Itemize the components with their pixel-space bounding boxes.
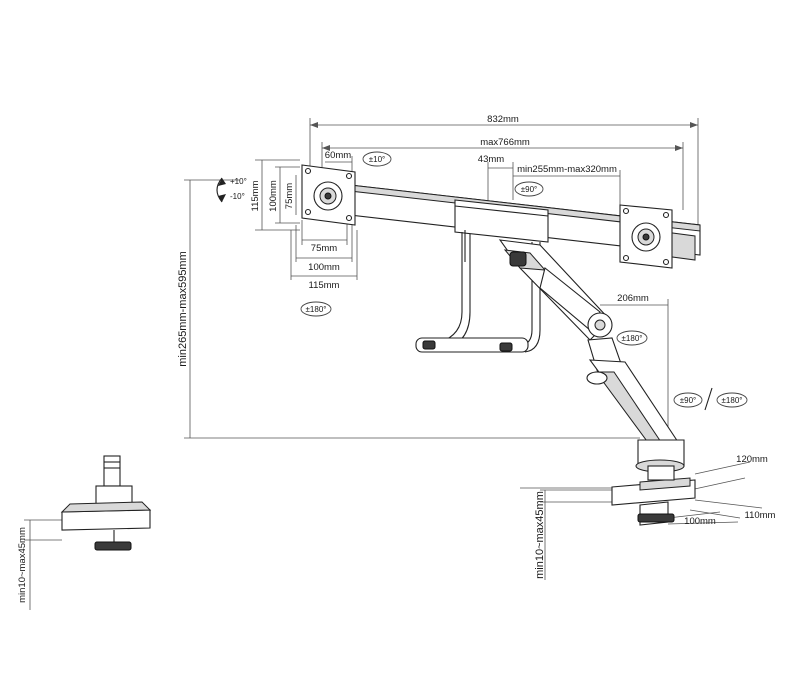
label-desk-thickness-left: min10~max45mm — [17, 527, 28, 603]
label-adjust-range: min255mm-max320mm — [517, 164, 617, 175]
label-arm-offset: 60mm — [325, 150, 351, 161]
label-max-span: max766mm — [480, 137, 530, 148]
tilt-arc-icon — [216, 177, 226, 203]
label-arm-reach: 206mm — [617, 293, 649, 304]
label-tilt-plus: +10° — [230, 177, 247, 186]
label-left-rotate: ±180° — [306, 305, 327, 314]
label-vesa-side-75: 75mm — [284, 183, 295, 209]
label-desk-thickness-mid: min10~max45mm — [534, 491, 546, 579]
label-tilt-minus: -10° — [230, 192, 245, 201]
label-arm-rotate: ±180° — [622, 334, 643, 343]
label-height-range: min265mm-max595mm — [177, 251, 189, 367]
desk-clamp-left — [60, 455, 152, 551]
label-vesa-side-100: 100mm — [268, 180, 279, 212]
label-center-gap: 43mm — [478, 154, 504, 165]
right-vesa-plate — [619, 204, 673, 269]
label-vesa-bottom-75: 75mm — [311, 243, 337, 254]
label-base-rotate: ±180° — [722, 396, 743, 405]
label-total-width: 832mm — [487, 114, 519, 125]
label-vesa-bottom-115: 115mm — [309, 280, 340, 291]
left-vesa-plate — [301, 164, 356, 226]
rotation-badge-icon — [300, 151, 748, 411]
label-vesa-bottom-100: 100mm — [308, 262, 340, 273]
label-base-depth-100: 100mm — [684, 516, 716, 527]
angle-labels: +10° -10° ±10° ±90° ±180° ±180° ±90° ±18… — [230, 155, 742, 405]
center-hanger — [415, 232, 541, 353]
label-base-swivel: ±90° — [680, 396, 697, 405]
label-center-swivel: ±90° — [521, 185, 538, 194]
label-base-depth-110: 110mm — [745, 510, 776, 521]
dimension-labels: 832mm max766mm 60mm 43mm min255mm-max320… — [17, 114, 776, 603]
label-vesa-side-115: 115mm — [250, 180, 261, 211]
desk-clamp-right — [611, 465, 696, 526]
gas-spring-arm — [498, 239, 685, 473]
label-bar-rotation: ±10° — [369, 155, 386, 164]
label-base-depth-120: 120mm — [736, 454, 768, 465]
